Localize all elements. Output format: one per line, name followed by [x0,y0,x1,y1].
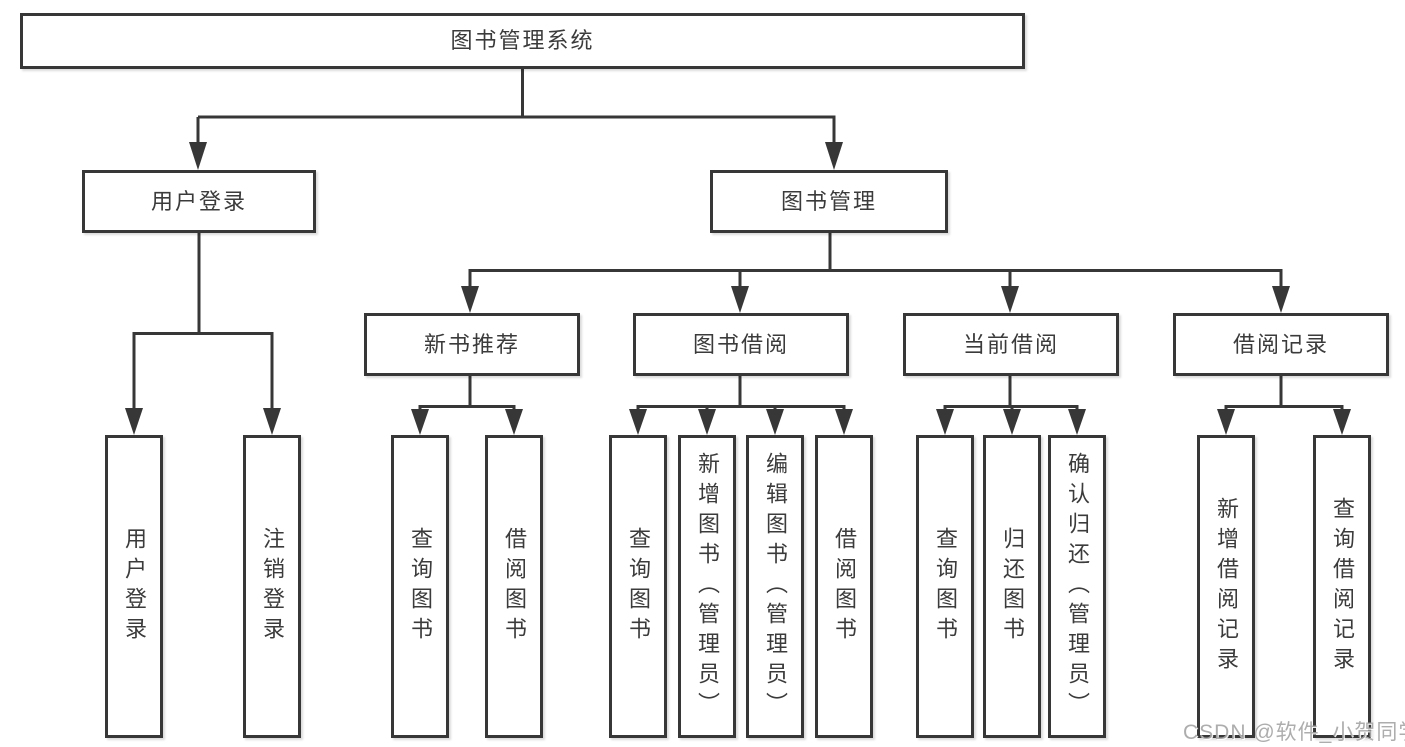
leaf-current-query-books: 查询图书 [916,435,974,738]
node-label: 借阅图书 [502,526,527,647]
node-label: 注销登录 [260,526,285,647]
node-new-book-recommend: 新书推荐 [364,313,580,376]
leaf-borrow-add-books-admin: 新增图书（管理员） [678,435,736,738]
watermark: CSDN @软件_小贺同学 [1183,721,1405,744]
node-label: 新书推荐 [423,331,520,357]
node-label: 借阅记录 [1232,331,1329,357]
node-label: 查询图书 [626,526,651,647]
node-label: 新增借阅记录 [1214,496,1239,677]
node-label: 查询借阅记录 [1330,496,1355,677]
node-label: 查询图书 [408,526,433,647]
leaf-borrow-edit-books-admin: 编辑图书（管理员） [746,435,804,738]
node-label: 图书管理系统 [450,28,595,53]
node-current-borrow: 当前借阅 [903,313,1119,376]
leaf-records-query-record: 查询借阅记录 [1313,435,1371,738]
leaf-newbooks-query-books: 查询图书 [391,435,449,738]
node-book-management: 图书管理 [710,170,948,233]
node-root: 图书管理系统 [20,13,1025,69]
node-book-borrow: 图书借阅 [633,313,849,376]
node-label: 查询图书 [933,526,958,647]
leaf-records-add-record: 新增借阅记录 [1197,435,1255,738]
node-user-login: 用户登录 [82,170,316,233]
leaf-borrow-query-books: 查询图书 [609,435,667,738]
node-label: 用户登录 [122,526,147,647]
leaf-current-return-books: 归还图书 [983,435,1041,738]
node-label: 归还图书 [1000,526,1025,647]
node-label: 新增图书（管理员） [695,451,720,722]
leaf-current-confirm-return-admin: 确认归还（管理员） [1048,435,1106,738]
node-borrow-records: 借阅记录 [1173,313,1389,376]
leaf-user-login: 用户登录 [105,435,163,738]
node-label: 借阅图书 [832,526,857,647]
node-label: 确认归还（管理员） [1065,451,1090,722]
node-label: 图书借阅 [692,331,789,357]
node-label: 图书管理 [780,188,877,214]
node-label: 用户登录 [150,188,247,214]
node-label: 当前借阅 [962,331,1059,357]
leaf-newbooks-borrow-books: 借阅图书 [485,435,543,738]
node-label: 编辑图书（管理员） [763,451,788,722]
leaf-logout: 注销登录 [243,435,301,738]
leaf-borrow-borrow-books: 借阅图书 [815,435,873,738]
